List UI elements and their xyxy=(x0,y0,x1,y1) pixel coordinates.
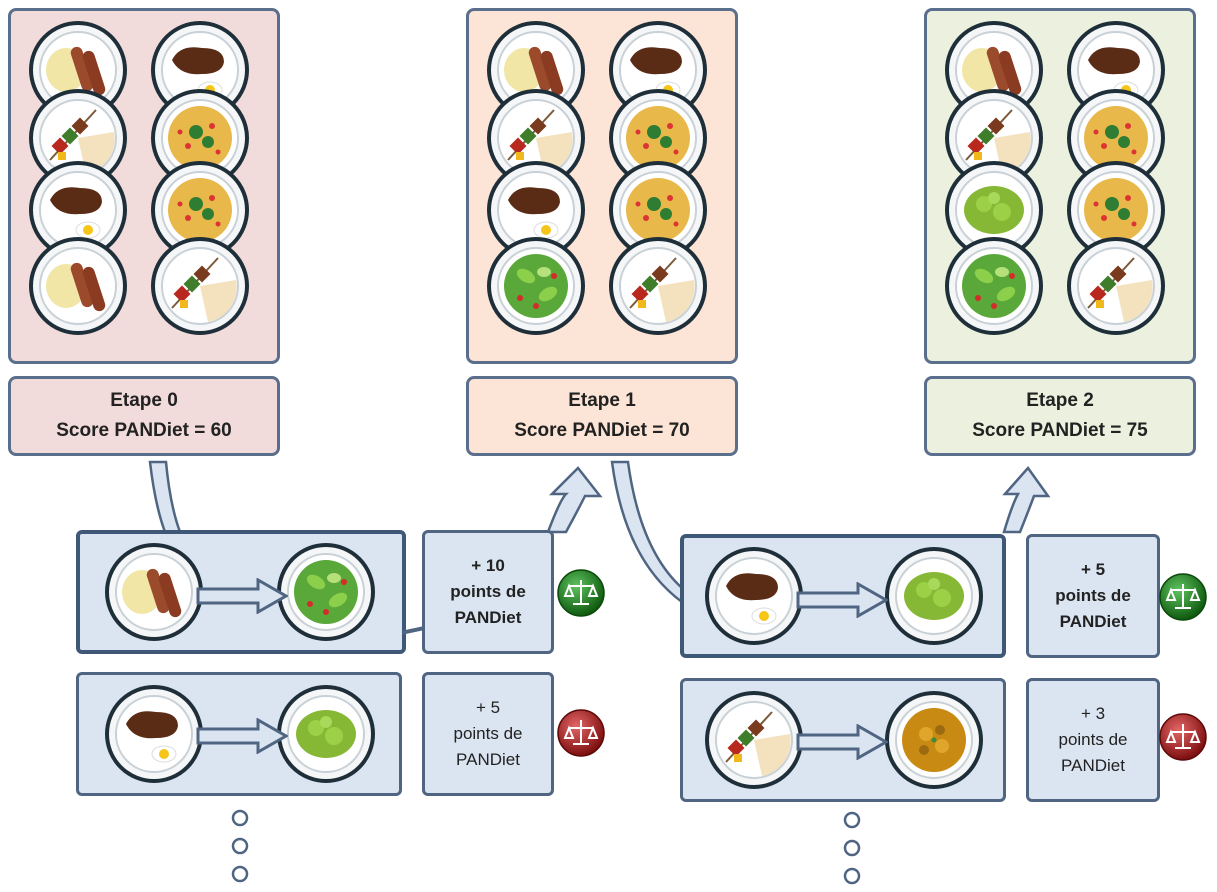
step-label-2: Etape 2 Score PANDiet = 75 xyxy=(924,376,1196,456)
plate-sausage-mash xyxy=(944,20,1043,119)
plate-rice-veg xyxy=(608,160,707,259)
points-score-name: PANDiet xyxy=(456,750,520,769)
points-unit: points de xyxy=(450,582,526,601)
plate-kebab-pita xyxy=(608,236,707,335)
plate-green-veg xyxy=(944,160,1043,259)
plate-kebab-pita xyxy=(150,236,249,335)
points-score-name: PANDiet xyxy=(1061,756,1125,775)
plate-rice-veg xyxy=(150,88,249,187)
swap-arrow xyxy=(196,718,288,754)
step-score: Score PANDiet = 60 xyxy=(56,420,232,441)
points-unit: points de xyxy=(1058,730,1128,749)
points-unit: points de xyxy=(453,724,523,743)
swap-from-steak-egg xyxy=(704,546,804,646)
swap-from-steak-egg xyxy=(104,684,204,784)
points-box-3: + 3 points de PANDiet xyxy=(1026,678,1160,802)
swap-arrow xyxy=(196,578,288,614)
swap-to-mixed-salad xyxy=(276,542,376,642)
more-options-dots xyxy=(843,811,861,885)
points-score-name: PANDiet xyxy=(454,608,522,627)
points-unit: points de xyxy=(1055,586,1131,605)
plate-sausage-mash xyxy=(28,20,127,119)
plate-mixed-salad xyxy=(486,236,585,335)
connector-swap-to-step1 xyxy=(546,466,603,534)
step-label-0: Etape 0 Score PANDiet = 60 xyxy=(8,376,280,456)
connector-swap-to-step2 xyxy=(1002,465,1051,534)
plate-kebab-pita xyxy=(1066,236,1165,335)
plate-steak-egg xyxy=(486,160,585,259)
plate-kebab-pita xyxy=(28,88,127,187)
plate-sausage-mash xyxy=(486,20,585,119)
swap-to-green-veg xyxy=(884,546,984,646)
step-title: Etape 0 xyxy=(110,390,178,411)
points-box-0: + 10 points de PANDiet xyxy=(422,530,554,654)
plate-mixed-salad xyxy=(944,236,1043,335)
plate-rice-veg xyxy=(1066,160,1165,259)
green-balance-icon xyxy=(557,569,605,617)
points-score-name: PANDiet xyxy=(1059,612,1127,631)
swap-to-green-veg xyxy=(276,684,376,784)
step-title: Etape 2 xyxy=(1026,390,1094,411)
connector-step1-to-swap xyxy=(610,460,684,605)
plate-rice-veg xyxy=(608,88,707,187)
step-label-1: Etape 1 Score PANDiet = 70 xyxy=(466,376,738,456)
green-balance-icon xyxy=(1159,573,1207,621)
points-box-1: + 5 points de PANDiet xyxy=(422,672,554,796)
points-value: + 10 xyxy=(471,556,505,575)
swap-arrow xyxy=(796,724,888,760)
swap-from-kebab-pita xyxy=(704,690,804,790)
swap-from-sausage-mash xyxy=(104,542,204,642)
plate-sausage-mash xyxy=(28,236,127,335)
points-value: + 5 xyxy=(1080,560,1106,579)
swap-to-stew-dish xyxy=(884,690,984,790)
step-score: Score PANDiet = 75 xyxy=(972,420,1148,441)
points-value: + 5 xyxy=(475,698,501,717)
plate-steak-egg xyxy=(150,20,249,119)
connector-step0-to-swap xyxy=(148,460,182,534)
step-title: Etape 1 xyxy=(568,390,636,411)
points-box-2: + 5 points de PANDiet xyxy=(1026,534,1160,658)
plate-steak-egg xyxy=(1066,20,1165,119)
more-options-dots xyxy=(231,809,249,883)
red-balance-icon xyxy=(557,709,605,757)
points-value: + 3 xyxy=(1080,704,1106,723)
red-balance-icon xyxy=(1159,713,1207,761)
plate-rice-veg xyxy=(1066,88,1165,187)
step-score: Score PANDiet = 70 xyxy=(514,420,690,441)
swap-arrow xyxy=(796,582,888,618)
plate-steak-egg xyxy=(28,160,127,259)
